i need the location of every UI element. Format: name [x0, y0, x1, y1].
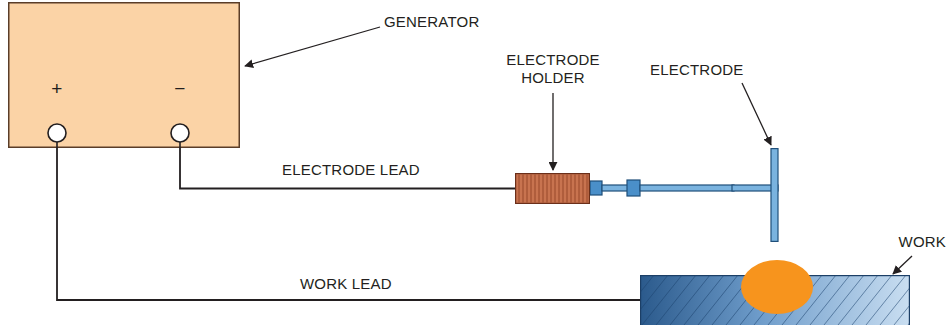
electrode-lead	[180, 148, 515, 189]
handle-grip	[519, 175, 520, 203]
electrode-shape	[732, 148, 780, 242]
handle-grip	[531, 175, 532, 203]
callout-label: GENERATOR	[384, 13, 479, 31]
handle-grip	[571, 175, 572, 203]
leader-line	[893, 256, 912, 274]
leader-line	[742, 83, 771, 145]
work-piece-shape	[640, 275, 910, 325]
ferrule	[590, 181, 602, 195]
weld-pool	[741, 260, 813, 314]
handle-grip	[547, 175, 548, 203]
work-lead	[57, 148, 640, 300]
handle-grip	[527, 175, 528, 203]
handle-grip	[539, 175, 540, 203]
generator-box: GENERATOR+−	[8, 2, 240, 148]
leader-line	[552, 93, 553, 170]
callout-label: ELECTRODE	[650, 61, 744, 79]
handle-grip	[567, 175, 568, 203]
callout-label: WORK	[899, 233, 946, 251]
handle-grip	[555, 175, 556, 203]
handle-grip	[587, 175, 588, 203]
work-piece: WORK	[640, 275, 910, 325]
clamp-block	[627, 180, 640, 196]
lead-label: WORK LEAD	[300, 275, 392, 293]
handle-grip	[579, 175, 580, 203]
electrode-holder-shape	[515, 173, 590, 204]
electrode: ELECTRODE	[732, 148, 780, 242]
holder-handle	[516, 174, 590, 204]
handle-grip	[583, 175, 584, 203]
electrode-rod	[771, 149, 778, 242]
terminal	[48, 124, 66, 142]
handle-grip	[535, 175, 536, 203]
handle-grip	[523, 175, 524, 203]
terminal-sign: +	[42, 79, 72, 99]
holder-rod	[640, 185, 734, 191]
terminal-stub	[179, 142, 181, 148]
terminal-sign: −	[165, 79, 195, 99]
generator-housing	[9, 3, 240, 148]
holder-rod	[602, 185, 628, 191]
callout-label: ELECTRODE HOLDER	[501, 51, 605, 87]
handle-grip	[575, 175, 576, 203]
generator-box-shape	[8, 2, 240, 148]
terminal-stub	[56, 142, 58, 148]
handle-grip	[543, 175, 544, 203]
leader-line	[245, 27, 380, 66]
electrode-holder: ELECTRODE HOLDER	[515, 173, 590, 204]
handle-grip	[551, 175, 552, 203]
handle-grip	[559, 175, 560, 203]
terminal	[171, 124, 189, 142]
handle-grip	[563, 175, 564, 203]
lead-label: ELECTRODE LEAD	[282, 161, 420, 179]
